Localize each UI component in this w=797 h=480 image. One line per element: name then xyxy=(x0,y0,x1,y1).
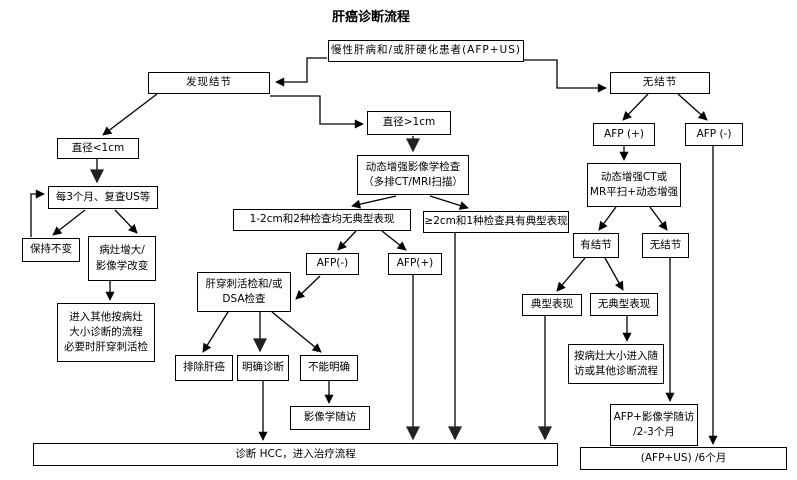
node-afp-imaging-followup-2-3-months: AFP+影像学随访 /2-3个月 xyxy=(610,404,698,446)
node-imaging-followup: 影像学随访 xyxy=(290,406,370,430)
node-diagnose-hcc-treatment: 诊断 HCC，进入治疗流程 xyxy=(33,443,558,466)
node-lesion-enlarged: 病灶增大/ 影像学改变 xyxy=(88,236,156,281)
node-atypical-findings: 无典型表现 xyxy=(590,293,658,316)
node-afp-negative-mid: AFP(-) xyxy=(306,253,359,275)
node-no-nodule: 无结节 xyxy=(610,72,710,94)
node-1-2cm-atypical: 1-2cm和2种检查均无典型表现 xyxy=(233,209,411,231)
node-afp-positive-right: AFP (+) xyxy=(593,123,655,146)
node-afp-positive-mid: AFP(+) xyxy=(388,253,442,275)
node-dynamic-contrast-imaging: 动态增强影像学检查 （多排CT/MRI扫描） xyxy=(357,155,469,195)
node-chronic-liver-patient: 慢性肝病和/或肝硬化患者(AFP+US) xyxy=(328,40,524,62)
node-afp-us-every-6-months: (AFP+US) /6个月 xyxy=(580,447,787,470)
page-title: 肝癌诊断流程 xyxy=(331,10,410,25)
node-no-nodule-2: 无结节 xyxy=(642,233,689,258)
node-nodule-found: 发现结节 xyxy=(148,72,270,94)
node-biopsy-or-dsa: 肝穿刺活检和/或 DSA检查 xyxy=(197,272,291,312)
node-afp-negative-right: AFP (-) xyxy=(685,123,743,146)
node-with-nodule: 有结节 xyxy=(573,233,619,258)
node-unchanged: 保持不变 xyxy=(22,238,80,262)
node-diameter-lt-1cm: 直径<1cm xyxy=(57,138,139,159)
node-ct-or-mr: 动态增强CT或 MR平扫+动态增强 xyxy=(587,163,681,207)
node-cannot-confirm: 不能明确 xyxy=(300,355,358,381)
node-confirmed-diagnosis: 明确诊断 xyxy=(237,355,289,381)
node-exclude-hcc: 排除肝癌 xyxy=(175,355,233,381)
node-ge-2cm-typical: ≥2cm和1种检查具有典型表现 xyxy=(423,211,569,233)
node-followup-by-lesion-size: 按病灶大小进入随 访或其他诊断流程 xyxy=(568,344,664,384)
node-other-diagnosis-process: 进入其他按病灶 大小诊断的流程 必要时肝穿刺活检 xyxy=(57,303,155,362)
node-diameter-gt-1cm: 直径>1cm xyxy=(367,111,451,135)
node-typical-findings: 典型表现 xyxy=(522,294,582,316)
node-recheck-every-3-months: 每3个月、复查US等 xyxy=(48,186,158,209)
